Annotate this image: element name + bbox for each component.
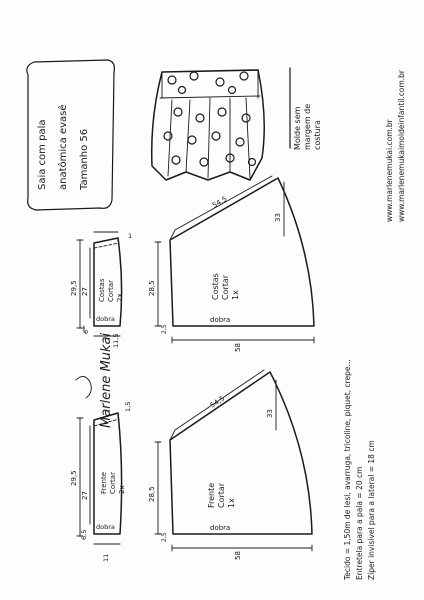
back-yoke-side: 6 [82,330,90,334]
front-yoke-piece: dobra 1,5 29,5 27 6,5 11 Frente Cortar 2… [70,402,132,562]
front-yoke-height: 29,5 [70,470,78,486]
front-yoke-label-2: Cortar [109,472,117,494]
seam-line-3: costura [313,120,322,150]
title-line-2: anatômica evasê [57,104,69,190]
front-skirt-fold: dobra [210,524,230,532]
back-skirt-fold: dobra [210,316,230,324]
front-yoke-fold: dobra [96,523,115,531]
back-yoke-fold: dobra [96,315,115,323]
back-yoke-label-1: Costas [98,278,106,302]
front-skirt-width: 58 [234,551,242,560]
front-yoke-inner-height: 27 [81,491,89,500]
skirt-illustration [150,69,265,181]
back-skirt-left-height: 28,5 [148,280,156,296]
back-yoke-inner-height: 27 [81,287,89,296]
front-yoke-label-3: 2x [118,485,126,494]
front-skirt-label-3: 1x [227,498,236,508]
note-interfacing: Entretela para a pala = 20 cm [355,467,364,580]
front-yoke-side: 6,5 [80,530,88,540]
seam-allowance-note: Molde sem margem de costura [289,67,322,150]
front-yoke-top-rise: 1,5 [124,402,132,412]
front-skirt-label-1: Frente [207,483,216,508]
seam-line-1: Molde sem [293,106,302,150]
front-skirt-left-height: 28,5 [148,486,156,502]
back-skirt-bottom-left: 2,5 [161,324,168,334]
title-line-1: Saia com pala [37,120,48,190]
back-skirt-side: 33 [274,213,282,222]
front-skirt-bottom-left: 2,5 [161,532,168,542]
front-skirt-label-2: Cortar [217,482,226,508]
front-skirt-piece: 54,5 33 28,5 2,5 dobra 58 Frente Cortar … [148,369,313,560]
back-yoke-piece: dobra 1 29,5 27 6 11,5 Costas Cortar 2x [70,231,132,348]
note-zipper: Zíper invisível para a lateral = 18 cm [367,440,376,580]
back-yoke-height: 29,5 [70,280,78,296]
note-fabric: Tecido = 1,50m de lesi, avarruga, tricol… [343,359,352,581]
signature: Marlene Mukai [99,333,114,428]
title-box: Saia com pala anatômica evasê Tamanho 56 [26,59,115,211]
back-yoke-label-2: Cortar [107,280,115,302]
back-skirt-label-1: Costas [211,273,220,300]
back-yoke-label-3: 2x [116,293,124,302]
back-skirt-label-3: 1x [231,290,240,300]
back-skirt-label-2: Cortar [221,274,230,300]
back-yoke-top-rise: 1 [128,232,132,240]
back-skirt-piece: 54,5 33 28,5 2,5 dobra 58 Costas Cortar … [148,175,315,352]
back-skirt-width: 58 [234,343,242,352]
url-infantil: www.marlenemukaimoldeinfantil.com.br [397,69,406,222]
material-notes: Tecido = 1,50m de lesi, avarruga, tricol… [343,359,376,581]
svg-text:Marlene Mukai: Marlene Mukai [99,333,114,428]
front-yoke-bottom: 11 [102,554,110,562]
url-main: www.marlenemukai.com.br [385,118,394,222]
seam-line-2: margem de [303,104,312,150]
front-skirt-side: 33 [266,409,274,418]
front-yoke-label-1: Frente [100,472,108,494]
skirt-flower-pattern [163,71,257,167]
title-line-3: Tamanho 56 [79,129,90,191]
back-yoke-bottom: 11,5 [112,334,120,348]
